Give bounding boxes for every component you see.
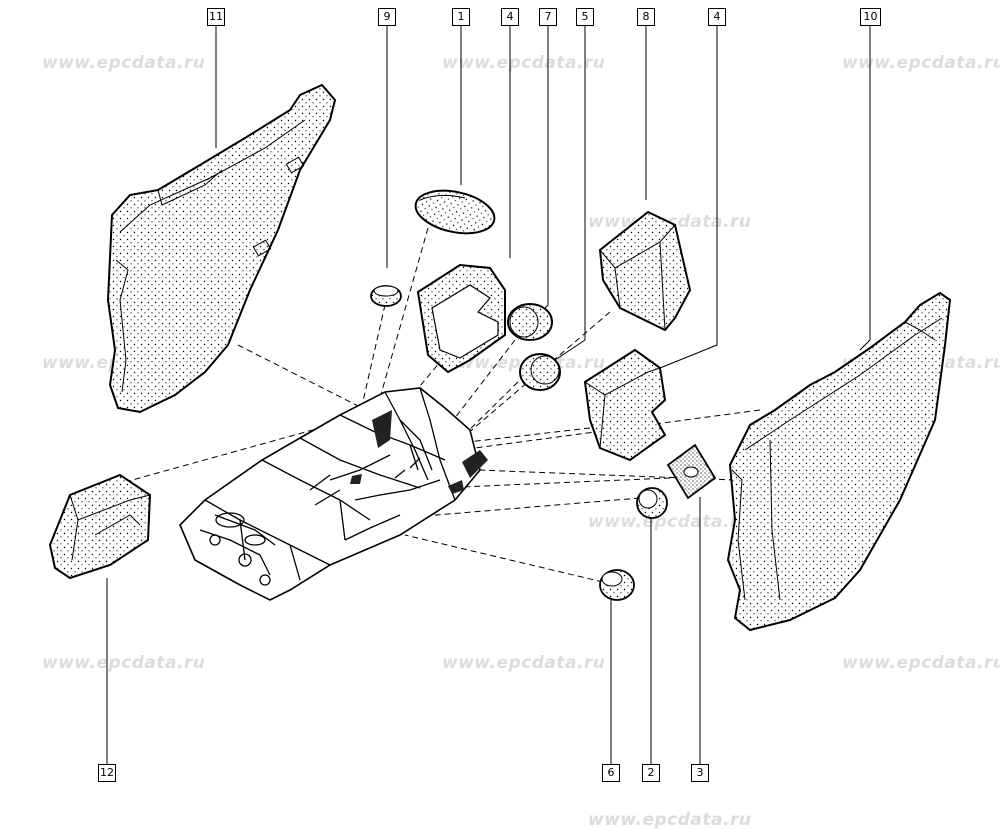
callout-4-lower: 4: [708, 8, 726, 26]
car-body-shell: [179, 387, 481, 601]
callout-1: 1: [452, 8, 470, 26]
part-7-round-plug: [507, 303, 553, 341]
mount-patch: [448, 480, 464, 494]
part-6-oval-plug: [599, 569, 635, 601]
part-10-trim-panel: [726, 291, 952, 632]
part-5-round-plug: [519, 353, 561, 391]
part-3-square-pad: [666, 443, 717, 500]
part-1-oval-plug: [414, 189, 496, 235]
callout-2: 2: [642, 764, 660, 782]
mount-patch: [462, 450, 488, 478]
callout-11: 11: [207, 8, 225, 26]
part-11-trim-panel: [106, 83, 337, 414]
watermark: www.epcdata.ru: [842, 653, 1000, 673]
part-4-insulator-lower: [583, 348, 667, 462]
part-4-u-insulator-upper: [416, 263, 506, 374]
part-8-box-insulator: [598, 210, 692, 332]
callout-6: 6: [602, 764, 620, 782]
callout-8: 8: [637, 8, 655, 26]
callout-3: 3: [691, 764, 709, 782]
watermark: www.epcdata.ru: [442, 53, 606, 73]
watermark: www.epcdata.ru: [588, 512, 752, 532]
part-2-small-plug: [636, 487, 668, 519]
watermark: www.epcdata.ru: [42, 653, 206, 673]
callout-leaders: [106, 25, 871, 764]
watermark: www.epcdata.ru: [442, 653, 606, 673]
part-12-insulation-block: [48, 473, 152, 580]
watermark: www.epcdata.ru: [42, 53, 206, 73]
mount-patch: [372, 410, 392, 448]
mount-patch: [350, 474, 362, 484]
callout-9: 9: [378, 8, 396, 26]
callout-7: 7: [539, 8, 557, 26]
callout-10: 10: [860, 8, 881, 26]
callout-5: 5: [576, 8, 594, 26]
callout-4-upper: 4: [501, 8, 519, 26]
callout-12: 12: [98, 764, 116, 782]
watermark: www.epcdata.ru: [842, 53, 1000, 73]
part-9-small-plug: [370, 285, 402, 307]
